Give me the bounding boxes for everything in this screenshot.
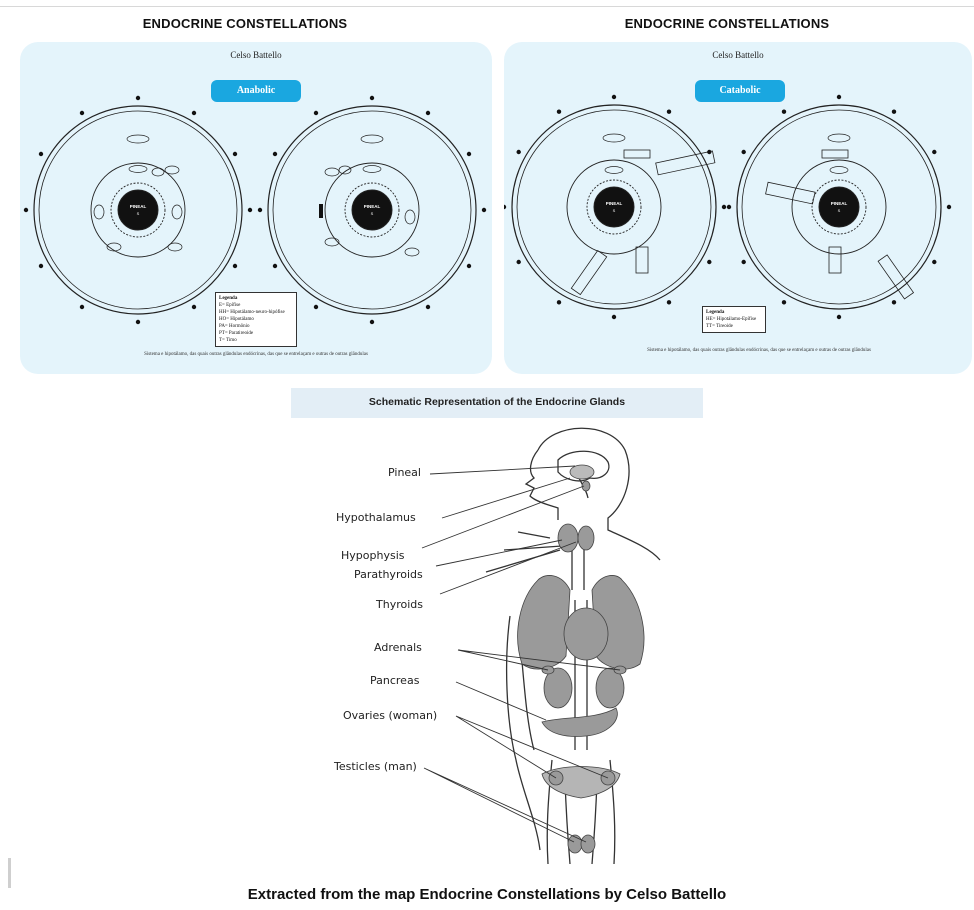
- label-hypothalamus: Hypothalamus: [336, 511, 416, 524]
- anabolic-right-center-sub: S: [371, 211, 374, 216]
- footer-credit: Extracted from the map Endocrine Constel…: [0, 886, 974, 903]
- orbit-dot: [233, 152, 237, 156]
- endocrine-anatomy-figure: [290, 420, 690, 864]
- anabolic-legend-item: T= Timo: [219, 337, 293, 344]
- orbit-dot: [932, 260, 936, 264]
- orbit-dot: [612, 315, 616, 319]
- orbit-dot: [837, 315, 841, 319]
- orbit-dot: [370, 320, 374, 324]
- label-testicles: Testicles (man): [334, 760, 417, 773]
- orbit-dot: [892, 300, 896, 304]
- catabolic-left-center-sub: S: [613, 208, 616, 213]
- orbit-dot: [557, 110, 561, 114]
- orbit-dot: [557, 300, 561, 304]
- orbit-dot: [837, 95, 841, 99]
- anabolic-outer-dots: [24, 96, 486, 324]
- catabolic-right-center-label: PINEAL: [831, 201, 848, 206]
- orbit-dot: [273, 152, 277, 156]
- anabolic-legend: Legenda E= Epífise HH= Hipotálamo-neuro-…: [215, 292, 297, 347]
- anabolic-circle-left: [34, 106, 242, 314]
- orbit-dot: [136, 320, 140, 324]
- left-edge-marker: [8, 858, 11, 888]
- anabolic-legend-item: HH= Hipotálamo-neuro-hipófise: [219, 309, 293, 316]
- anabolic-legend-title: Legenda: [219, 295, 293, 302]
- orbit-dot: [947, 205, 951, 209]
- orbit-dot: [932, 150, 936, 154]
- orbit-dot: [80, 305, 84, 309]
- orbit-dot: [612, 95, 616, 99]
- catabolic-legend: Legenda HE= Hipotálamo-Epífise TT= Tireo…: [702, 306, 766, 333]
- anabolic-panel: Celso Battello Anabolic: [20, 42, 492, 374]
- orbit-dot: [782, 300, 786, 304]
- anabolic-circle-right: [268, 106, 476, 314]
- catabolic-panel: Celso Battello Catabolic: [504, 42, 972, 374]
- catabolic-legend-title: Legenda: [706, 309, 762, 316]
- anabolic-caption: Sistema e hipotálamo, das quais outras g…: [80, 352, 432, 357]
- anabolic-left-center-label: PINEAL: [130, 204, 147, 209]
- orbit-dot: [727, 205, 731, 209]
- orbit-dot: [782, 110, 786, 114]
- orbit-dot: [482, 208, 486, 212]
- label-thyroids: Thyroids: [376, 598, 423, 611]
- orbit-dot: [192, 111, 196, 115]
- orbit-dot: [258, 208, 262, 212]
- panel-left-heading: ENDOCRINE CONSTELLATIONS: [100, 16, 390, 31]
- label-pineal: Pineal: [388, 466, 421, 479]
- orbit-dot: [517, 260, 521, 264]
- orbit-dot: [136, 96, 140, 100]
- panel-right-heading: ENDOCRINE CONSTELLATIONS: [582, 16, 872, 31]
- orbit-dot: [370, 96, 374, 100]
- orbit-dot: [707, 260, 711, 264]
- orbit-dot: [80, 111, 84, 115]
- catabolic-right-center-sub: S: [838, 208, 841, 213]
- orbit-dot: [233, 264, 237, 268]
- orbit-dot: [39, 152, 43, 156]
- orbit-dot: [24, 208, 28, 212]
- anabolic-legend-item: HO= Hipotálamo: [219, 316, 293, 323]
- orbit-dot: [467, 152, 471, 156]
- orbit-dot: [467, 264, 471, 268]
- orbit-dot: [248, 208, 252, 212]
- anabolic-left-center-sub: S: [137, 211, 140, 216]
- top-divider: [0, 6, 974, 7]
- orbit-dot: [273, 264, 277, 268]
- orbit-dot: [742, 260, 746, 264]
- catabolic-caption: Sistema e hipotálamo, das quais outras g…: [614, 348, 904, 353]
- orbit-dot: [517, 150, 521, 154]
- catabolic-outer-dots: [504, 95, 951, 319]
- orbit-dot: [314, 111, 318, 115]
- anabolic-right-center-label: PINEAL: [364, 204, 381, 209]
- catabolic-circle-right: [737, 105, 941, 309]
- label-adrenals: Adrenals: [374, 641, 422, 654]
- label-pancreas: Pancreas: [370, 674, 419, 687]
- schematic-title: Schematic Representation of the Endocrin…: [291, 396, 703, 408]
- orbit-dot: [426, 111, 430, 115]
- orbit-dot: [314, 305, 318, 309]
- label-hypophysis: Hypophysis: [341, 549, 404, 562]
- orbit-dot: [192, 305, 196, 309]
- orbit-dot: [667, 300, 671, 304]
- catabolic-left-center-label: PINEAL: [606, 201, 623, 206]
- orbit-dot: [742, 150, 746, 154]
- anabolic-legend-item: PT= Paratireoide: [219, 330, 293, 337]
- label-parathyroids: Parathyroids: [354, 568, 423, 581]
- catabolic-circle-left: [512, 105, 716, 309]
- orbit-dot: [667, 110, 671, 114]
- anabolic-legend-item: PA= Hormônio: [219, 323, 293, 330]
- orbit-dot: [39, 264, 43, 268]
- schematic-title-box: Schematic Representation of the Endocrin…: [291, 388, 703, 418]
- organs: [518, 465, 644, 853]
- label-ovaries: Ovaries (woman): [343, 709, 437, 722]
- orbit-dot: [426, 305, 430, 309]
- anabolic-legend-item: E= Epífise: [219, 302, 293, 309]
- orbit-dot: [707, 150, 711, 154]
- orbit-dot: [722, 205, 726, 209]
- catabolic-legend-item: HE= Hipotálamo-Epífise: [706, 316, 762, 323]
- catabolic-legend-item: TT= Tireoide: [706, 323, 762, 330]
- orbit-dot: [504, 205, 506, 209]
- orbit-dot: [892, 110, 896, 114]
